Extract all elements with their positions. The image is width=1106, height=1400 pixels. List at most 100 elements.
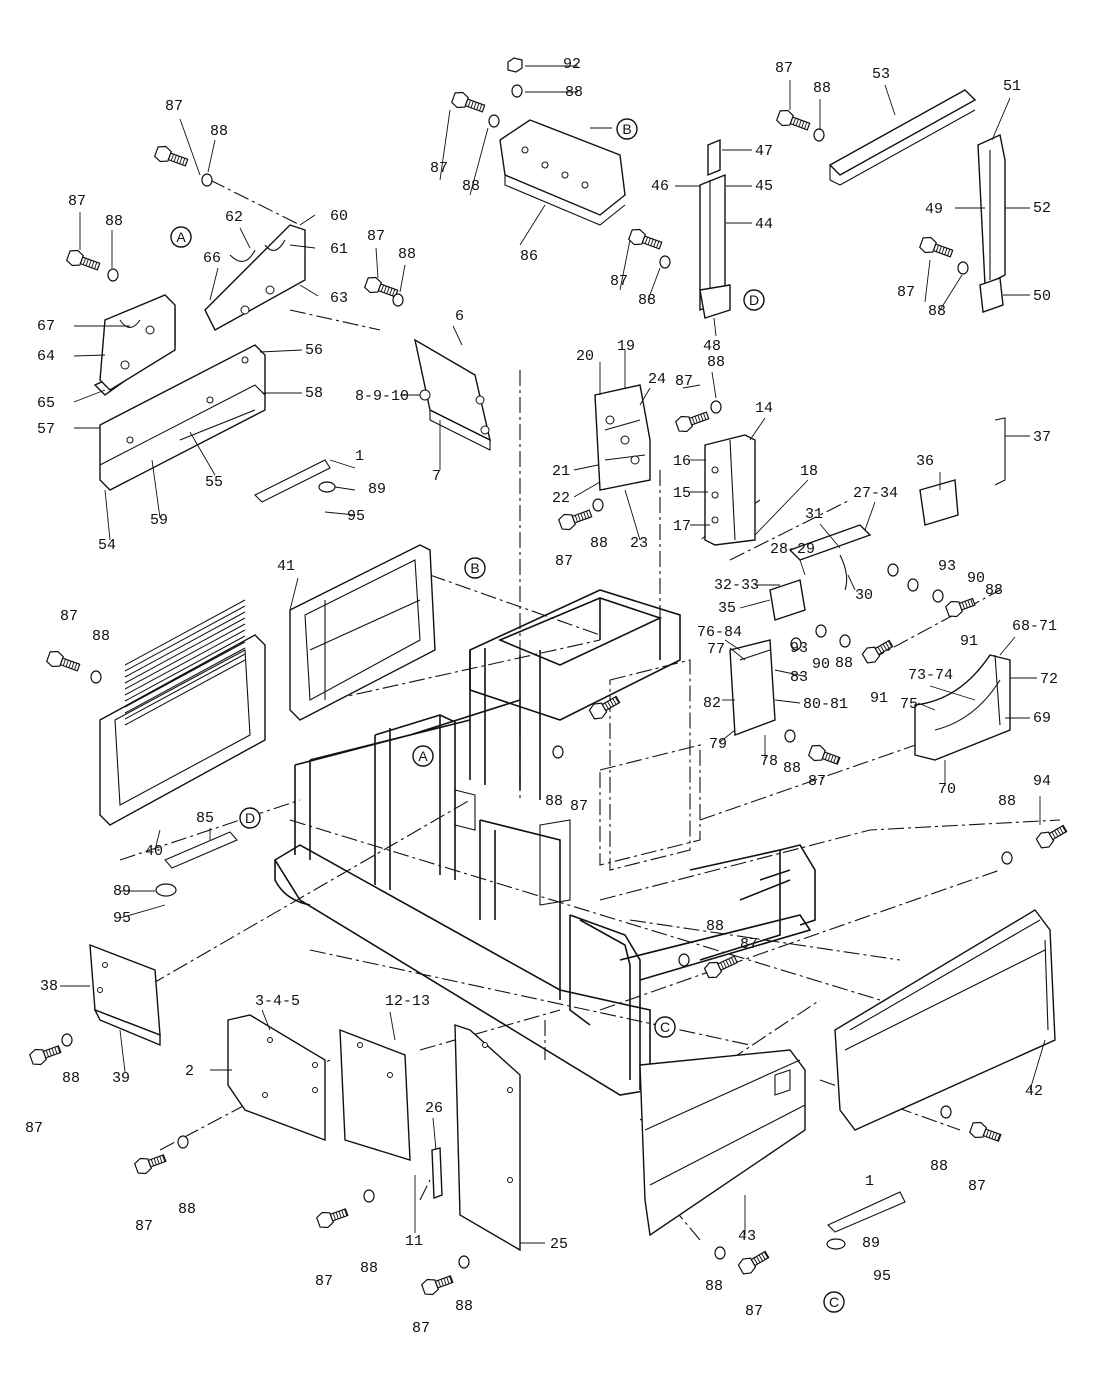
leader-line <box>452 325 463 346</box>
label-52: 52 <box>1033 200 1051 217</box>
bolt-icon <box>364 276 399 298</box>
label-60: 60 <box>330 208 348 225</box>
louver-slat <box>124 599 246 666</box>
louver-slat <box>124 659 246 726</box>
column-49-52 <box>977 133 1006 313</box>
panel-76-84 <box>729 639 776 736</box>
leader-line <box>884 84 896 116</box>
label-27-34: 27-34 <box>853 485 898 502</box>
leader-line <box>639 387 651 406</box>
label-49: 49 <box>925 201 943 218</box>
leader-line <box>917 702 936 711</box>
callout-c-upper: C <box>654 1016 676 1038</box>
panel-6-7 <box>413 338 492 451</box>
label-56: 56 <box>305 342 323 359</box>
leader-line <box>259 349 303 353</box>
label-37: 37 <box>1033 429 1051 446</box>
washer-icon <box>932 589 944 603</box>
label-70: 70 <box>938 781 956 798</box>
leader-line <box>239 227 251 249</box>
label-87: 87 <box>165 98 183 115</box>
louver-slat <box>124 623 246 690</box>
bolt-icon <box>808 744 841 765</box>
svg-text:D: D <box>245 810 255 826</box>
leader-lines <box>60 65 1046 1244</box>
side-cover-43 <box>639 1049 806 1237</box>
bracket-19-24 <box>594 384 651 491</box>
label-6: 6 <box>455 308 464 325</box>
leader-line <box>713 317 717 337</box>
label-8-9-10: 8-9-10 <box>355 388 409 405</box>
label-19: 19 <box>617 338 635 355</box>
leader-line <box>375 247 379 279</box>
part-labels: 1 1 2 3-4-5 6 7 8-9-10 11 12-13 14 15 16… <box>37 56 1058 1253</box>
label-88: 88 <box>105 213 123 230</box>
label-88: 88 <box>462 178 480 195</box>
bolt-icon <box>451 91 486 113</box>
label-64: 64 <box>37 348 55 365</box>
leader-line <box>154 829 161 851</box>
louver-slat <box>124 617 246 684</box>
label-80-81: 80-81 <box>803 696 848 713</box>
rail-53 <box>828 89 977 186</box>
label-88: 88 <box>928 303 946 320</box>
leader-line <box>682 384 701 389</box>
leader-line <box>189 431 216 476</box>
label-88: 88 <box>707 354 725 371</box>
label-88: 88 <box>398 246 416 263</box>
label-55: 55 <box>205 474 223 491</box>
label-90: 90 <box>812 656 830 673</box>
label-62: 62 <box>225 209 243 226</box>
label-87: 87 <box>25 1120 43 1137</box>
label-31: 31 <box>805 506 823 523</box>
label-87: 87 <box>775 60 793 77</box>
label-88: 88 <box>813 80 831 97</box>
label-23: 23 <box>630 535 648 552</box>
washer-icon <box>710 400 722 414</box>
washer-icon <box>826 1238 846 1250</box>
label-87: 87 <box>68 193 86 210</box>
bolt-icon <box>628 228 663 250</box>
label-87: 87 <box>60 608 78 625</box>
plate-25 <box>431 1024 521 1252</box>
label-53: 53 <box>872 66 890 83</box>
callout-d-lower: D <box>239 807 261 829</box>
label-45: 45 <box>755 178 773 195</box>
label-41: 41 <box>277 558 295 575</box>
bolt-icon <box>919 236 954 258</box>
washer-icon <box>155 883 177 897</box>
label-38: 38 <box>40 978 58 995</box>
label-68-71: 68-71 <box>1012 618 1057 635</box>
label-87: 87 <box>740 936 758 953</box>
label-87: 87 <box>897 284 915 301</box>
washer-icon <box>887 563 899 577</box>
label-91: 91 <box>870 690 888 707</box>
svg-text:A: A <box>418 748 428 764</box>
label-88: 88 <box>998 793 1016 810</box>
label-36: 36 <box>916 453 934 470</box>
label-18: 18 <box>800 463 818 480</box>
leader-line <box>991 97 1011 141</box>
washer-icon <box>488 114 500 128</box>
leader-line <box>179 118 201 176</box>
washer-icon <box>392 293 404 307</box>
bolt-icon <box>134 1154 167 1175</box>
bolt-icon <box>154 145 189 167</box>
label-91: 91 <box>960 633 978 650</box>
washer-icon <box>318 481 336 493</box>
label-77: 77 <box>707 641 725 658</box>
label-88: 88 <box>783 760 801 777</box>
label-76-84: 76-84 <box>697 624 742 641</box>
leader-line <box>289 244 316 249</box>
bolt-icon <box>969 1121 1002 1142</box>
leader-line <box>749 417 766 441</box>
leader-line <box>929 685 976 701</box>
leader-line <box>432 1117 437 1151</box>
label-88: 88 <box>930 1158 948 1175</box>
leader-line <box>739 599 771 609</box>
leader-line <box>469 127 489 196</box>
label-69: 69 <box>1033 710 1051 727</box>
washer-icon <box>61 1033 73 1047</box>
bolt-icon <box>66 249 101 271</box>
label-20: 20 <box>576 348 594 365</box>
